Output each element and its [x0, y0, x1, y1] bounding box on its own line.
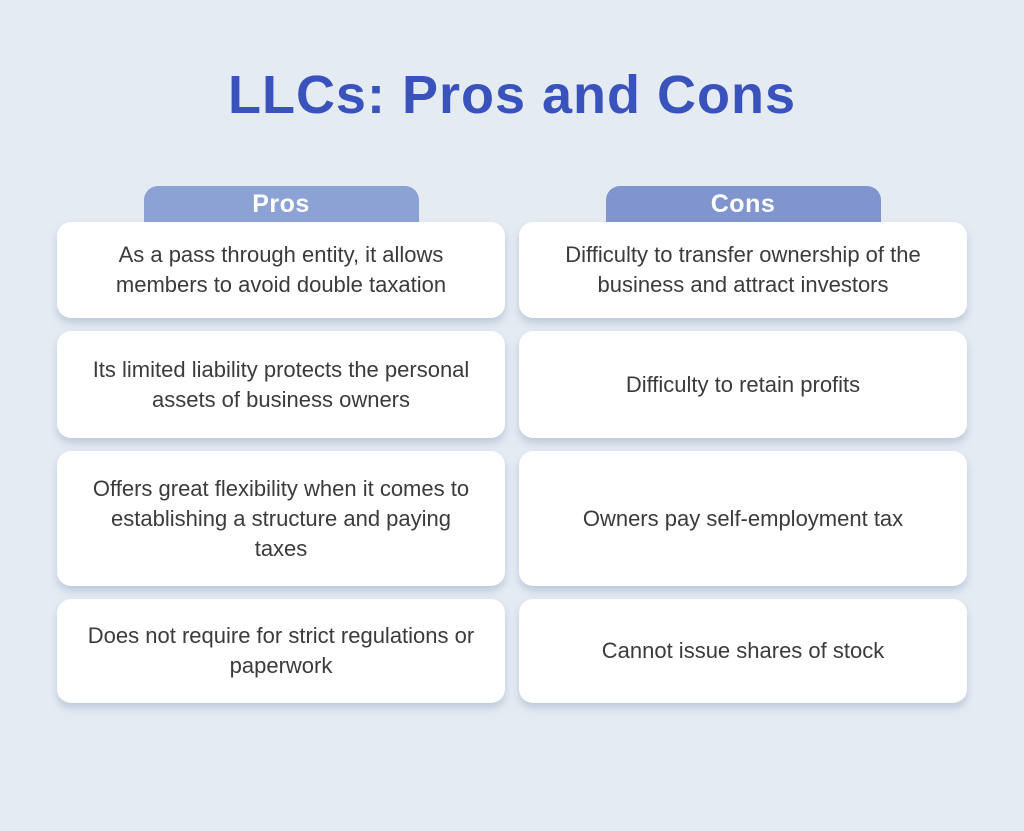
cons-card-2-text: Difficulty to retain profits	[625, 371, 861, 397]
pros-tab-header: Pros	[143, 186, 419, 222]
pros-column: Pros As a pass through entity, it allows…	[57, 186, 505, 703]
cons-card-1-text: Difficulty to transfer ownership of the …	[565, 242, 921, 297]
cons-column: Cons Difficulty to transfer ownership of…	[519, 186, 967, 703]
cons-card-1: Difficulty to transfer ownership of the …	[519, 222, 967, 318]
cons-card-3: Owners pay self-employment tax	[519, 451, 967, 586]
cons-card-4: Cannot issue shares of stock	[519, 599, 967, 703]
pros-card-1-text: As a pass through entity, it allows memb…	[115, 242, 447, 297]
pros-card-4: Does not require for strict regulations …	[57, 599, 505, 703]
pros-card-3: Offers great flexibility when it comes t…	[57, 451, 505, 586]
cons-tab-header: Cons	[605, 186, 881, 222]
page-title: LLCs: Pros and Cons	[227, 65, 797, 125]
cons-card-3-text: Owners pay self-employment tax	[582, 505, 904, 531]
pros-cons-board: Pros As a pass through entity, it allows…	[57, 186, 967, 703]
pros-card-2: Its limited liability protects the perso…	[57, 331, 505, 438]
pros-card-1: As a pass through entity, it allows memb…	[57, 222, 505, 318]
pros-card-2-text: Its limited liability protects the perso…	[92, 356, 470, 412]
cons-card-4-text: Cannot issue shares of stock	[601, 638, 885, 663]
pros-card-4-text: Does not require for strict regulations …	[87, 623, 475, 678]
pros-card-3-text: Offers great flexibility when it comes t…	[92, 475, 470, 561]
cons-card-2: Difficulty to retain profits	[519, 331, 967, 438]
